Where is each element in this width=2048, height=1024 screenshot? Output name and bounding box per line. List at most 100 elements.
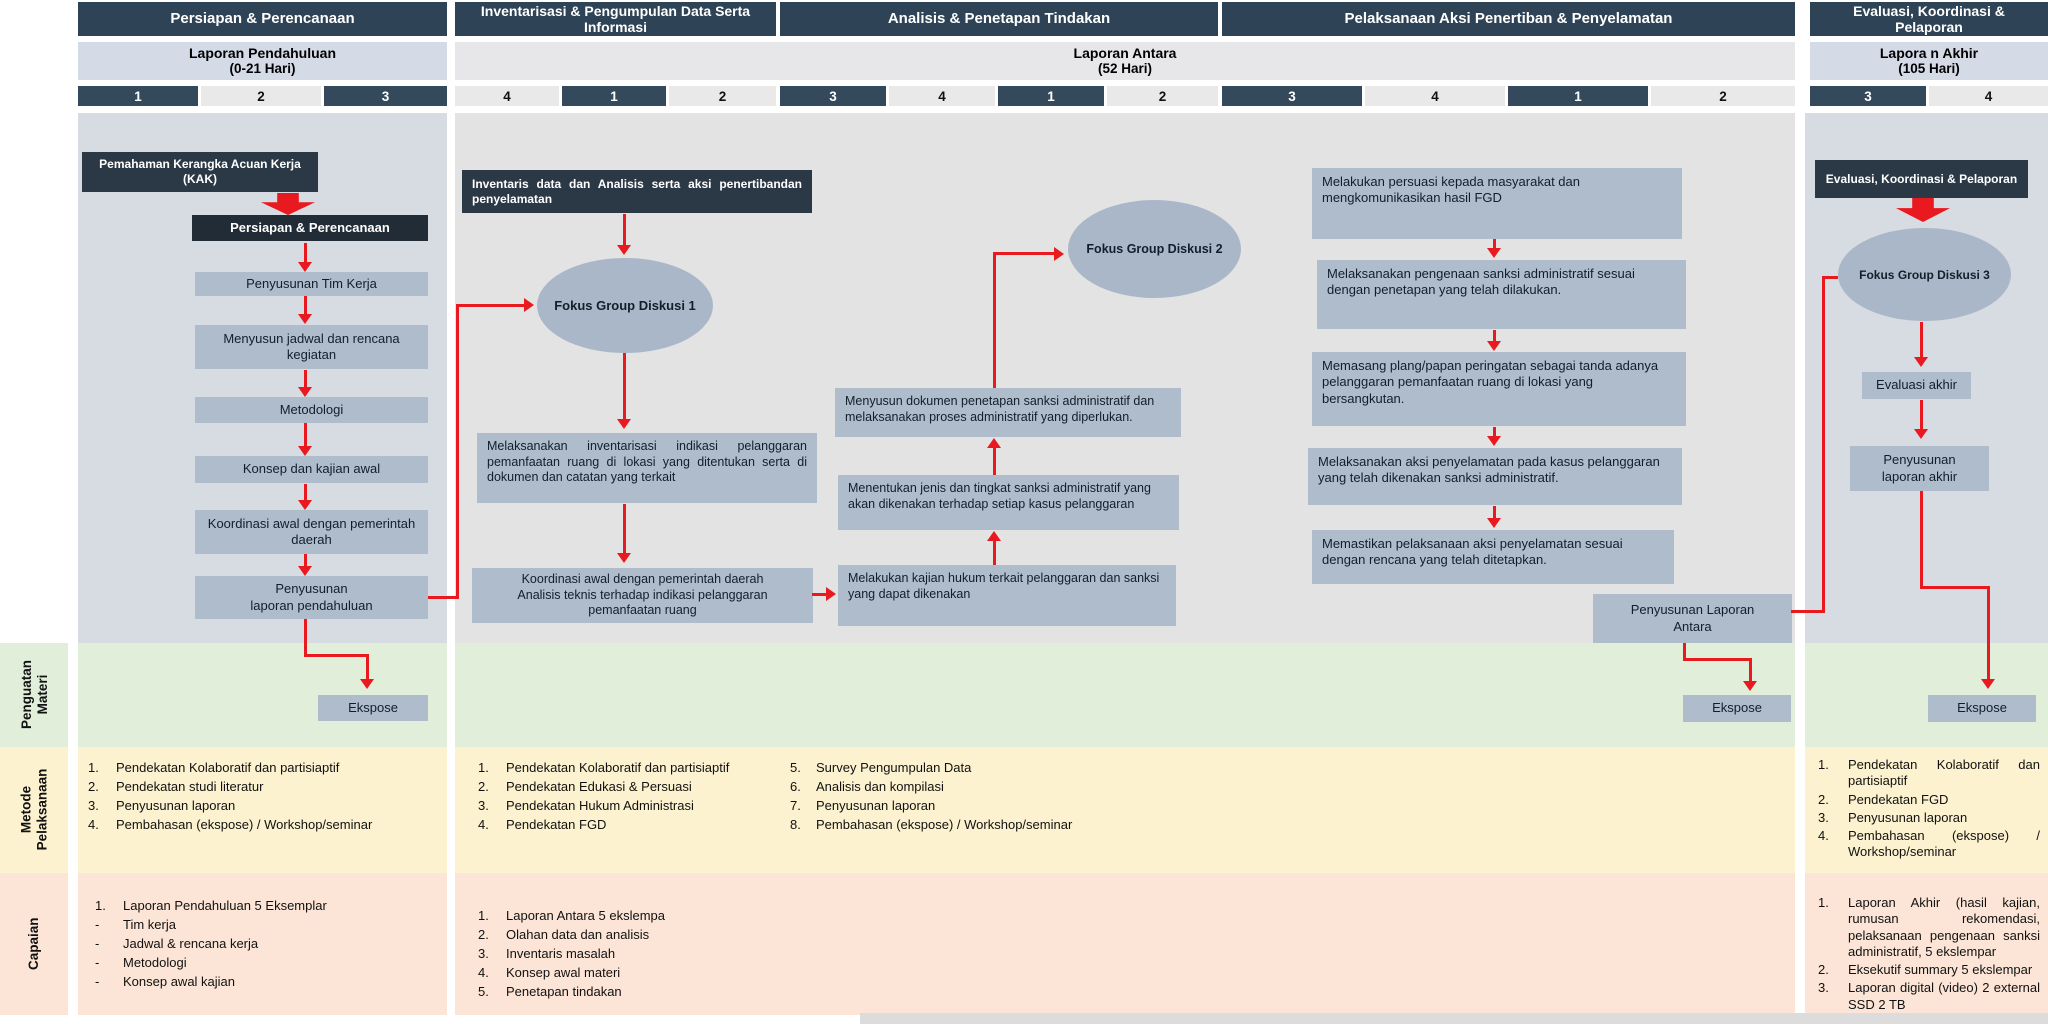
step-tim-kerja: Penyusunan Tim Kerja	[195, 272, 428, 296]
step-evaluasi-akhir: Evaluasi akhir	[1862, 372, 1971, 399]
arrow-line	[1920, 322, 1923, 357]
fgd3-ellipse: Fokus Group Diskusi 3	[1838, 228, 2011, 321]
list-item: 1.Pendekatan Kolaboratif dan partisiapti…	[478, 760, 730, 775]
band-peach-col5	[1805, 873, 2048, 1015]
list-item: -Jadwal & rencana kerja	[95, 935, 259, 951]
ekspose-box-3: Ekspose	[1928, 695, 2036, 722]
evaluasi-header-box: Evaluasi, Koordinasi & Pelaporan	[1815, 160, 2028, 198]
report-akhir: Lapora n Akhir (105 Hari)	[1810, 42, 2048, 80]
metode-list-mid-left: 1.Pendekatan Kolaboratif dan partisiapti…	[478, 760, 778, 836]
list-item: 7.Penyusunan laporan	[790, 797, 936, 813]
arrow-down-icon	[1487, 248, 1501, 258]
step-menyusun-dokumen: Menyusun dokumen penetapan sanksi admini…	[835, 388, 1181, 437]
arrow-line	[1920, 400, 1923, 429]
report-duration: (105 Hari)	[1898, 61, 1960, 77]
arrow-down-icon	[617, 553, 631, 563]
connector-line	[1791, 610, 1825, 613]
step-koordinasi-awal: Koordinasi awal dengan pemerintah daerah	[195, 510, 428, 554]
band-yellow-col5	[1805, 747, 2048, 873]
step-memastikan: Memastikan pelaksanaan aksi penyelamatan…	[1312, 530, 1674, 584]
list-item: 6.Analisis dan kompilasi	[790, 778, 944, 794]
arrow-right-icon	[826, 587, 836, 601]
arrow-down-icon	[298, 446, 312, 456]
list-item: 1.Laporan Antara 5 ekslempa	[478, 908, 665, 923]
capaian-list-col1: 1.Laporan Pendahuluan 5 Eksemplar -Tim k…	[95, 898, 440, 992]
list-item: 4.Pendekatan FGD	[478, 816, 607, 832]
arrow-line	[993, 448, 996, 475]
arrow-down-icon	[1487, 341, 1501, 351]
list-item: 2.Eksekutif summary 5 ekslempar	[1818, 962, 2033, 977]
inventaris-header-box: Inventaris data dan Analisis serta aksi …	[462, 170, 812, 213]
week-cell: 3	[1810, 86, 1926, 106]
arrow-line	[304, 423, 307, 446]
list-item: 8.Pembahasan (ekspose) / Workshop/semina…	[790, 816, 1073, 832]
band-green-middle	[455, 643, 1795, 747]
list-item: -Metodologi	[95, 954, 187, 970]
band-peach-col1	[78, 873, 447, 1015]
list-item: 3.Inventaris masalah	[478, 945, 616, 961]
week-cell: 3	[780, 86, 886, 106]
list-item: 3.Penyusunan laporan	[1818, 809, 1968, 825]
arrow-down-icon	[298, 314, 312, 324]
arrow-down-icon	[360, 679, 374, 689]
step-pengenaan-sanksi: Melaksanakan pengenaan sanksi administra…	[1317, 260, 1686, 329]
arrow-line	[304, 654, 369, 657]
list-item: -Tim kerja	[95, 916, 176, 932]
step-jadwal: Menyusun jadwal dan rencana kegiatan	[195, 325, 428, 369]
phase-header-4: Pelaksanaan Aksi Penertiban & Penyelamat…	[1222, 2, 1795, 36]
arrow-line	[1987, 586, 1990, 679]
panel-col1	[78, 113, 447, 643]
week-cell: 4	[455, 86, 559, 106]
fgd1-ellipse: Fokus Group Diskusi 1	[537, 258, 713, 353]
phase-header-3: Analisis & Penetapan Tindakan	[780, 2, 1218, 36]
report-duration: (52 Hari)	[1097, 61, 1153, 77]
step-penyusunan-laporan-akhir: Penyusunan laporan akhir	[1850, 446, 1989, 491]
capaian-list-col5: 1.Laporan Akhir (hasil kajian, rumusan r…	[1818, 895, 2040, 1015]
metode-list-mid-right: 5.Survey Pengumpulan Data 6.Analisis dan…	[790, 760, 1100, 836]
connector-line	[1822, 276, 1838, 279]
phase-header-2: Inventarisasi & Pengumpulan Data Serta I…	[455, 2, 776, 36]
list-item: 1.Pendekatan Kolaboratif dan partisiapti…	[88, 760, 340, 775]
arrow-line	[812, 593, 826, 596]
connector-line	[456, 304, 524, 307]
arrow-down-icon	[617, 245, 631, 255]
list-item: 3.Pendekatan Hukum Administrasi	[478, 797, 694, 813]
week-cell: 3	[324, 86, 447, 106]
arrow-line	[623, 353, 626, 419]
report-title: Laporan Antara	[1073, 44, 1177, 61]
arrow-line	[993, 541, 996, 565]
arrow-line	[1749, 658, 1752, 681]
metode-list-col1: 1.Pendekatan Kolaboratif dan partisiapti…	[88, 760, 438, 836]
arrow-line	[623, 504, 626, 553]
arrow-line	[1493, 506, 1496, 518]
report-pendahuluan: Laporan Pendahuluan (0-21 Hari)	[78, 42, 447, 80]
list-item: 1.Laporan Pendahuluan 5 Eksemplar	[95, 898, 327, 913]
arrow-right-icon	[524, 298, 534, 312]
arrow-line	[623, 214, 626, 245]
report-duration: (0-21 Hari)	[229, 61, 296, 77]
arrow-line	[1920, 491, 1923, 589]
week-cell: 2	[1651, 86, 1795, 106]
arrow-line	[993, 252, 1054, 255]
list-item: 2.Pendekatan FGD	[1818, 791, 1949, 807]
step-konsep: Konsep dan kajian awal	[195, 456, 428, 483]
arrow-down-icon	[1981, 679, 1995, 689]
arrow-down-icon	[1487, 436, 1501, 446]
capaian-list-mid: 1.Laporan Antara 5 ekslempa 2.Olahan dat…	[478, 908, 808, 1002]
step-koordinasi-analisis-teknis: Koordinasi awal dengan pemerintah daerah…	[472, 568, 813, 623]
arrow-down-icon	[1914, 429, 1928, 439]
week-cell: 1	[78, 86, 198, 106]
fgd2-ellipse: Fokus Group Diskusi 2	[1068, 200, 1241, 298]
arrow-down-icon	[298, 387, 312, 397]
arrow-line	[304, 296, 307, 314]
arrow-line	[1683, 643, 1686, 661]
ekspose-box-2: Ekspose	[1683, 695, 1791, 722]
arrow-line	[304, 554, 307, 566]
list-item: 3.Penyusunan laporan	[88, 797, 236, 813]
step-laporan-pendahuluan: Penyusunan laporan pendahuluan	[195, 576, 428, 619]
arrow-line	[1493, 239, 1496, 248]
arrow-down-icon	[1743, 681, 1757, 691]
arrow-line	[366, 654, 369, 679]
week-cell: 3	[1222, 86, 1362, 106]
week-cell: 4	[1365, 86, 1505, 106]
